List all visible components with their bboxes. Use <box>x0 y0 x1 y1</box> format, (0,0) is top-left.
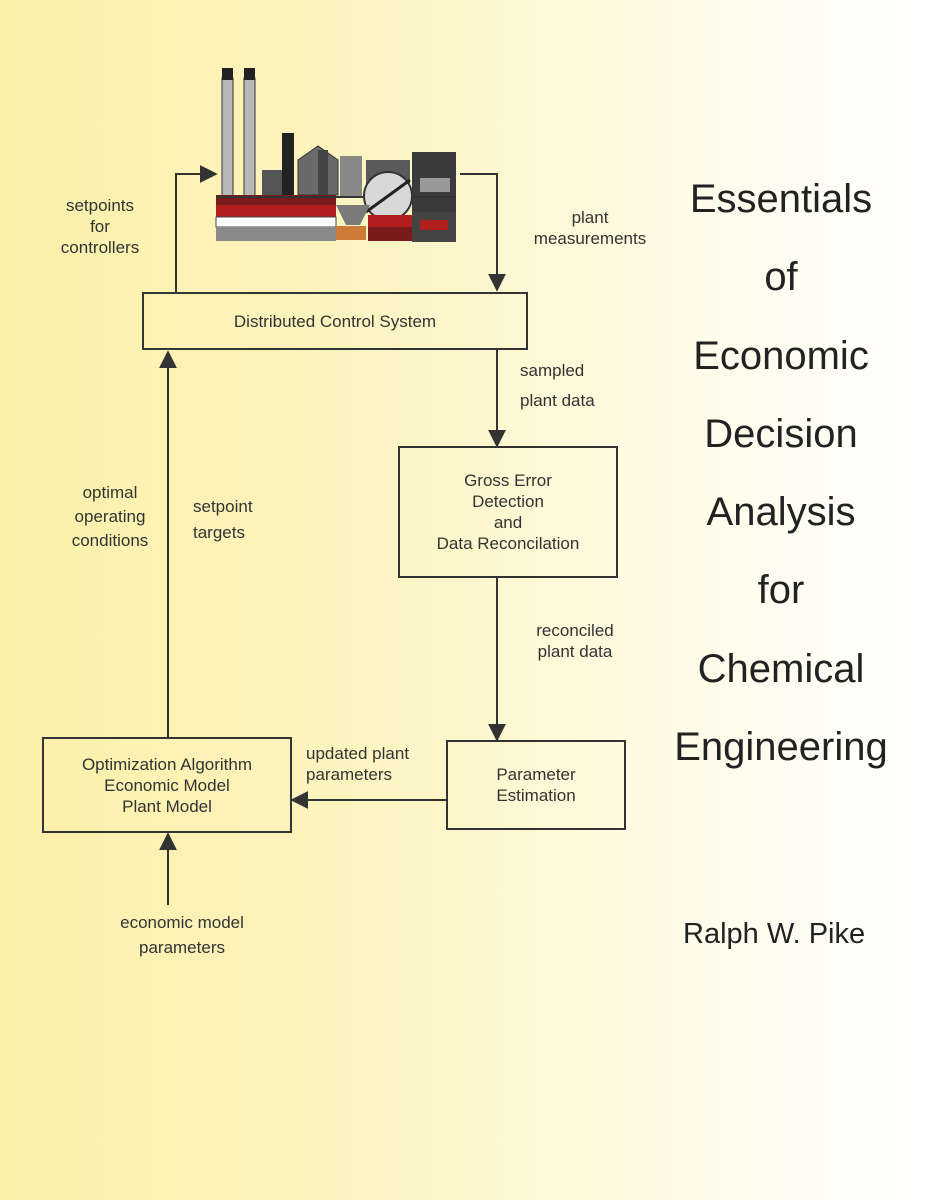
economic-line-2: parameters <box>139 938 225 957</box>
title-line-5: Analysis <box>706 490 856 535</box>
optimal-operating-conditions-label: optimal operating conditions <box>54 481 166 553</box>
reconciled-plant-data-label: reconciled plant data <box>515 620 635 662</box>
sampled-line-1: sampled <box>520 361 585 380</box>
gross-error-line-3: and <box>493 513 523 532</box>
title-line-7: Chemical <box>697 646 865 691</box>
setpoints-label-line-2: for <box>90 217 110 236</box>
gross-error-detection-box: Gross Error Detection and Data Reconcila… <box>398 446 618 578</box>
setpoints-for-controllers-label: setpoints for controllers <box>40 195 160 258</box>
distributed-control-system-box: Distributed Control System <box>142 292 528 350</box>
title-line-6: for <box>757 568 805 613</box>
setpoints-label-line-3: controllers <box>60 238 140 257</box>
setpoint-targets-line-1: setpoint <box>193 497 253 516</box>
title-line-1: Essentials <box>689 177 873 221</box>
plant-measurements-line-2: measurements <box>533 229 647 248</box>
optimization-line-3: Plant Model <box>122 796 212 816</box>
title-line-4: Decision <box>704 411 858 456</box>
updated-line-1: updated plant <box>306 744 410 763</box>
gross-error-line-2: Detection <box>472 492 544 511</box>
plant-measurements-line-1: plant <box>571 208 609 227</box>
parameter-estimation-box: Parameter Estimation <box>446 740 626 830</box>
optimization-algorithm-box: Optimization Algorithm Economic Model Pl… <box>42 737 292 833</box>
author-name: Ralph W. Pike <box>683 918 866 950</box>
book-title: Essentials of Economic Decision Analysis… <box>650 160 912 786</box>
sampled-plant-data-label: sampled plant data <box>520 356 595 416</box>
economic-model-parameters-label: economic model parameters <box>92 910 272 960</box>
sampled-line-2: plant data <box>520 391 595 410</box>
reconciled-line-1: reconciled <box>536 621 614 640</box>
economic-line-1: economic model <box>120 913 244 932</box>
optimization-line-2: Economic Model <box>104 775 230 795</box>
gross-error-line-4: Data Reconcilation <box>436 534 580 553</box>
optimal-line-2: operating <box>74 507 146 526</box>
optimization-line-1: Optimization Algorithm <box>81 754 253 774</box>
title-line-8: Engineering <box>674 725 888 770</box>
setpoint-targets-line-2: targets <box>193 523 245 542</box>
updated-line-2: parameters <box>306 765 392 784</box>
title-line-3: Economic <box>693 333 869 378</box>
optimal-line-1: optimal <box>82 483 138 502</box>
title-line-2: of <box>764 255 798 300</box>
gross-error-line-1: Gross Error <box>464 471 552 490</box>
reconciled-line-2: plant data <box>537 642 613 661</box>
param-est-line-1: Parameter <box>496 765 576 784</box>
setpoints-arrow <box>175 165 218 292</box>
dcs-line-1: Distributed Control System <box>233 311 437 331</box>
plant-measurements-arrow <box>460 173 506 292</box>
setpoint-targets-label: setpoint targets <box>193 494 253 546</box>
setpoints-label-line-1: setpoints <box>65 196 135 215</box>
plant-measurements-label: plant measurements <box>520 207 660 249</box>
param-est-line-2: Estimation <box>496 786 576 805</box>
chemical-plant-icon <box>215 68 456 242</box>
optimal-line-3: conditions <box>71 531 149 550</box>
updated-plant-parameters-label: updated plant parameters <box>306 743 409 785</box>
